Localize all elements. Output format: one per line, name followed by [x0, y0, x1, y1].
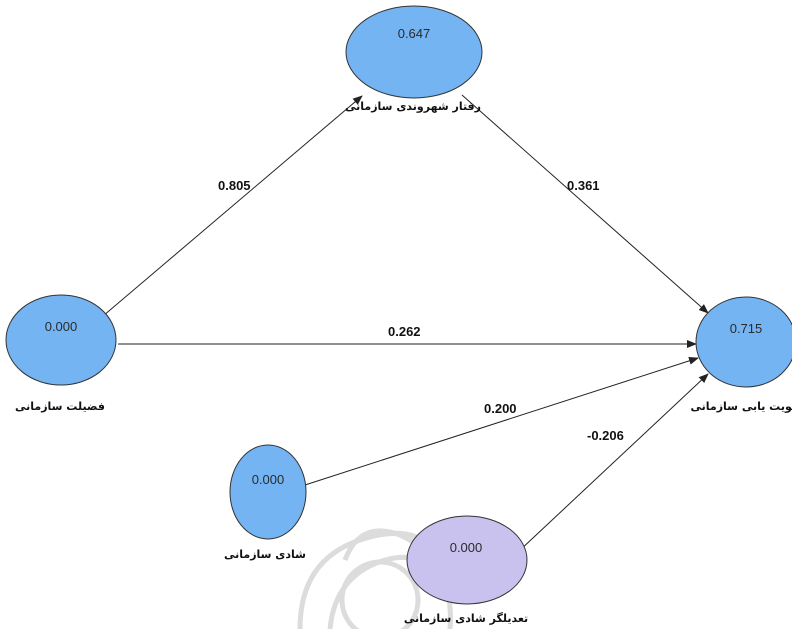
node-ocb-ellipse	[345, 5, 483, 99]
node-happiness-label: شادی سازمانی	[224, 548, 306, 561]
node-moderator[interactable]: 0.000 تعدیلگر شادی سازمانی	[404, 515, 528, 625]
node-identification-ellipse	[695, 296, 792, 388]
node-virtue-ellipse	[5, 294, 117, 386]
node-ocb[interactable]: 0.647 رفتار شهروندی سازمانی	[345, 5, 483, 113]
node-moderator-label: تعدیلگر شادی سازمانی	[404, 612, 528, 625]
edge-label-virtue-to-identification: 0.262	[388, 324, 421, 339]
edge-moderator-to-identification	[517, 373, 709, 553]
node-identification[interactable]: 0.715 هویت یابی سازمانی	[691, 296, 792, 413]
node-moderator-value: 0.000	[450, 540, 483, 555]
edge-label-happiness-to-identification: 0.200	[484, 401, 517, 416]
edge-label-ocb-to-identification: 0.361	[567, 178, 600, 193]
node-ocb-label: رفتار شهروندی سازمانی	[345, 100, 481, 113]
node-identification-value: 0.715	[730, 321, 763, 336]
node-ocb-value: 0.647	[398, 26, 431, 41]
node-moderator-ellipse	[406, 515, 528, 605]
node-happiness-value: 0.000	[252, 472, 285, 487]
node-virtue-label: فضیلت سازمانی	[15, 400, 105, 413]
node-happiness[interactable]: 0.000 شادی سازمانی	[224, 444, 307, 561]
edge-virtue-to-ocb	[102, 95, 363, 317]
node-virtue-value: 0.000	[45, 319, 78, 334]
edge-ocb-to-identification	[461, 94, 709, 314]
edge-label-virtue-to-ocb: 0.805	[218, 178, 251, 193]
edge-label-moderator-to-identification: -0.206	[587, 428, 624, 443]
edge-happiness-to-identification	[304, 356, 699, 486]
node-happiness-ellipse	[229, 444, 307, 540]
node-identification-label: هویت یابی سازمانی	[691, 400, 792, 413]
node-virtue[interactable]: 0.000 فضیلت سازمانی	[5, 294, 117, 413]
